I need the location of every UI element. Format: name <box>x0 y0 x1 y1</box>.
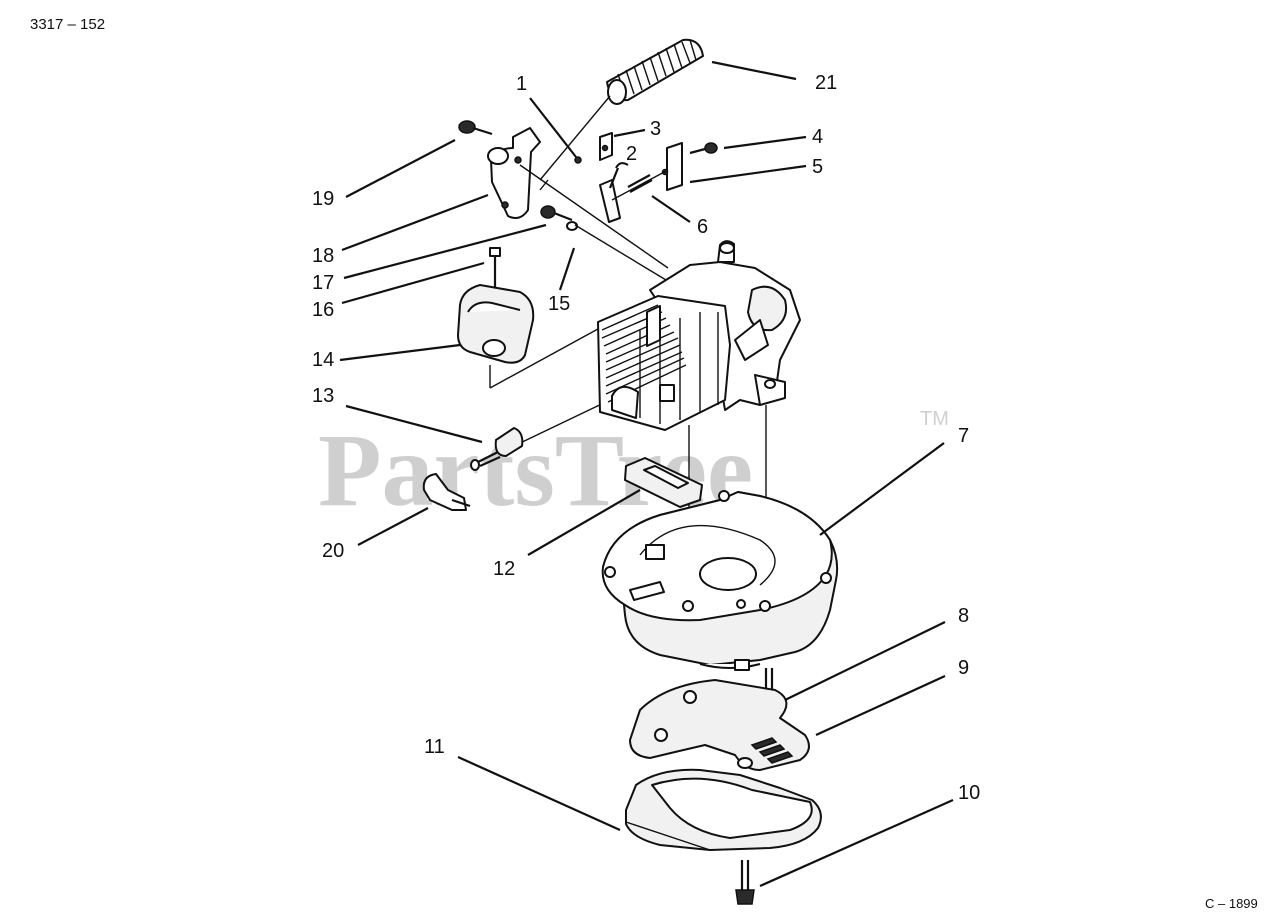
part-3-clip[interactable] <box>599 132 613 161</box>
part-9-heat-shield[interactable] <box>629 679 810 771</box>
callout-3: 3 <box>650 118 661 140</box>
drawing-reference: C – 1899 <box>1205 896 1258 911</box>
callout-18: 18 <box>312 245 334 267</box>
callout-6: 6 <box>697 216 708 238</box>
callout-numbers: 1 2 3 4 5 6 7 8 9 10 11 12 13 14 15 16 1… <box>312 72 980 804</box>
part-4-screw[interactable] <box>689 142 718 155</box>
part-10-bolt[interactable] <box>735 860 755 905</box>
part-13-spark-plug[interactable] <box>470 427 524 471</box>
figure-code: 3317 – 152 <box>30 16 106 33</box>
part-14-ignition-module[interactable] <box>457 284 535 364</box>
callout-9: 9 <box>958 657 969 679</box>
part-12-gasket[interactable] <box>624 457 703 508</box>
callout-2: 2 <box>626 143 637 165</box>
part-7-cover-plate[interactable] <box>601 490 839 671</box>
callout-13: 13 <box>312 385 334 407</box>
callout-17: 17 <box>312 272 334 294</box>
callout-4: 4 <box>812 126 823 148</box>
callout-14: 14 <box>312 349 334 371</box>
callout-7: 7 <box>958 425 969 447</box>
part-11-lower-cover[interactable] <box>625 768 822 851</box>
callout-19: 19 <box>312 188 334 210</box>
part-17-screw[interactable] <box>540 205 573 222</box>
callout-21: 21 <box>815 72 837 94</box>
callout-5: 5 <box>812 156 823 178</box>
part-21-boot[interactable] <box>606 38 704 105</box>
callout-16: 16 <box>312 299 334 321</box>
part-1-screw[interactable] <box>574 156 582 164</box>
part-2-lever[interactable] <box>599 162 629 223</box>
watermark-text: PartsTree <box>318 413 753 528</box>
part-5-plate[interactable] <box>661 142 683 191</box>
callout-20: 20 <box>322 540 344 562</box>
callout-8: 8 <box>958 605 969 627</box>
trademark-mark: TM <box>920 408 949 430</box>
leader-lines <box>339 60 954 888</box>
callout-1: 1 <box>516 73 527 95</box>
part-18-bracket[interactable] <box>487 127 541 219</box>
part-20-plug-boot[interactable] <box>422 473 471 511</box>
callout-15: 15 <box>548 293 570 315</box>
callout-12: 12 <box>493 558 515 580</box>
callout-10: 10 <box>958 782 980 804</box>
part-6-pin[interactable] <box>627 174 653 193</box>
part-19-screw[interactable] <box>458 120 493 136</box>
callout-11: 11 <box>424 736 445 758</box>
engine-cylinder[interactable] <box>597 240 801 431</box>
